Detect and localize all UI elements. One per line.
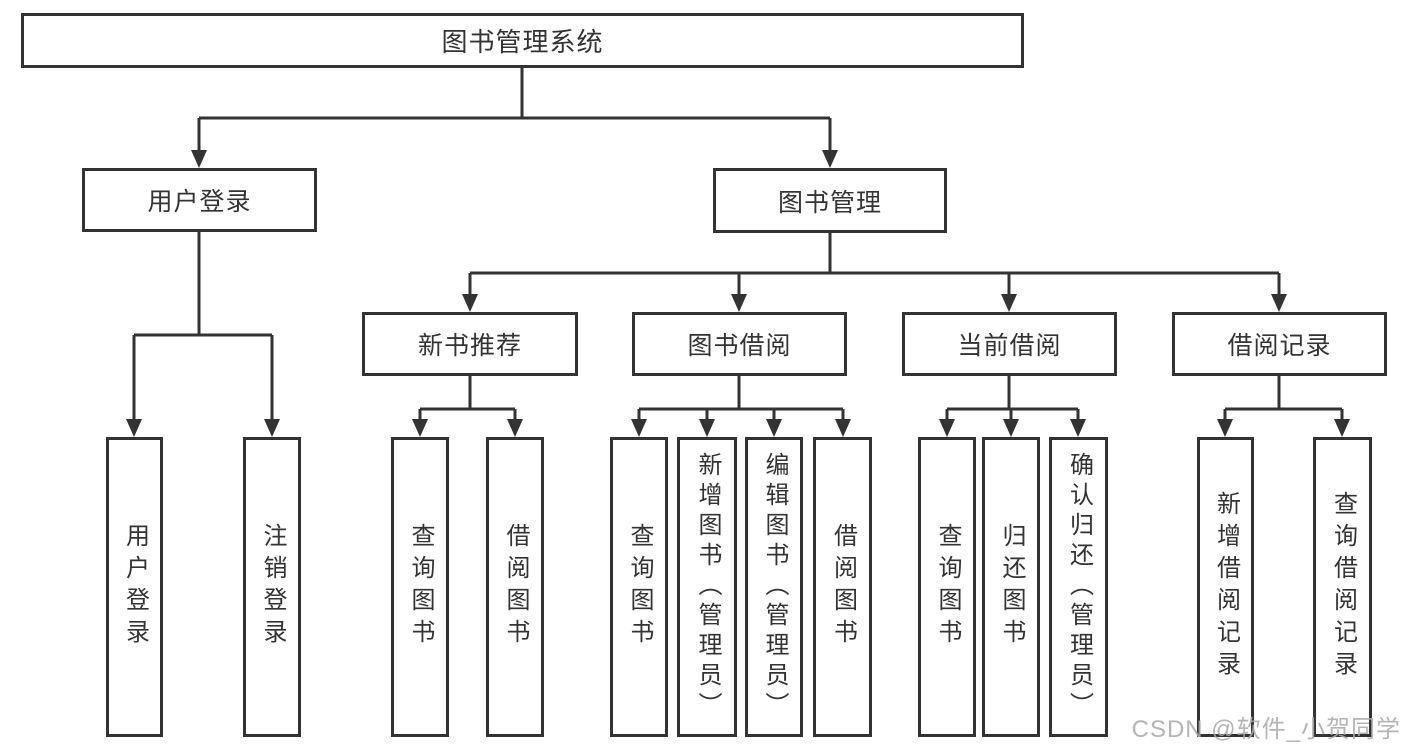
leaf-user-login: 用户登录 [106,437,163,737]
node-book-borrow: 图书借阅 [632,312,847,376]
leaf-borrow-edit-books-admin-label: 编辑图书（管理员） [761,452,788,722]
connector-user-login [132,232,274,429]
node-borrow-records-label: 借阅记录 [1227,332,1332,360]
leaf-recommend-query-books-label: 查询图书 [407,523,434,651]
leaf-records-add-record-label: 新增借阅记录 [1212,491,1240,683]
leaf-borrow-add-books-admin: 新增图书（管理员） [677,437,737,737]
connector-root [197,68,832,160]
leaf-recommend-borrow-books-label: 借阅图书 [502,523,529,651]
arrowheads [126,150,1350,437]
leaf-borrow-query-books-label: 查询图书 [626,523,653,651]
node-current-borrow: 当前借阅 [902,312,1117,376]
node-root-label: 图书管理系统 [441,27,604,57]
leaf-records-query-record: 查询借阅记录 [1313,437,1372,737]
node-new-book-recommend: 新书推荐 [362,312,578,376]
connector-borrow-records [1223,376,1344,429]
node-user-login: 用户登录 [82,168,317,232]
leaf-user-login-label: 用户登录 [121,523,149,651]
leaf-borrow-borrow-books-label: 借阅图书 [829,523,857,651]
connector-book-management [468,233,1281,304]
leaf-logout-label: 注销登录 [259,523,286,651]
node-book-management-label: 图书管理 [777,188,882,217]
leaf-current-query-books: 查询图书 [918,437,976,737]
leaf-borrow-query-books: 查询图书 [610,437,668,737]
node-root: 图书管理系统 [21,13,1024,68]
leaf-current-return-books-label: 归还图书 [998,523,1025,651]
leaf-records-query-record-label: 查询借阅记录 [1329,491,1357,683]
csdn-watermark: CSDN @软件_小贺同学 [1131,716,1401,743]
leaf-borrow-borrow-books: 借阅图书 [813,437,872,737]
leaf-records-add-record: 新增借阅记录 [1197,437,1254,737]
leaf-current-confirm-return-admin: 确认归还（管理员） [1049,437,1108,737]
leaf-logout: 注销登录 [243,437,301,737]
node-new-book-recommend-label: 新书推荐 [417,332,522,360]
leaf-recommend-query-books: 查询图书 [391,437,449,737]
leaf-current-query-books-label: 查询图书 [934,523,961,651]
leaf-borrow-edit-books-admin: 编辑图书（管理员） [745,437,803,737]
leaf-recommend-borrow-books: 借阅图书 [486,437,544,737]
leaf-current-confirm-return-admin-label: 确认归还（管理员） [1065,452,1093,722]
leaf-current-return-books: 归还图书 [982,437,1040,737]
node-book-borrow-label: 图书借阅 [687,332,792,360]
node-user-login-label: 用户登录 [147,188,252,216]
connector-new-book-recommend [418,376,517,429]
connector-book-borrow [637,376,845,429]
node-book-management: 图书管理 [713,168,947,233]
leaf-borrow-add-books-admin-label: 新增图书（管理员） [694,452,721,722]
node-borrow-records: 借阅记录 [1172,312,1387,376]
node-current-borrow-label: 当前借阅 [957,332,1062,360]
